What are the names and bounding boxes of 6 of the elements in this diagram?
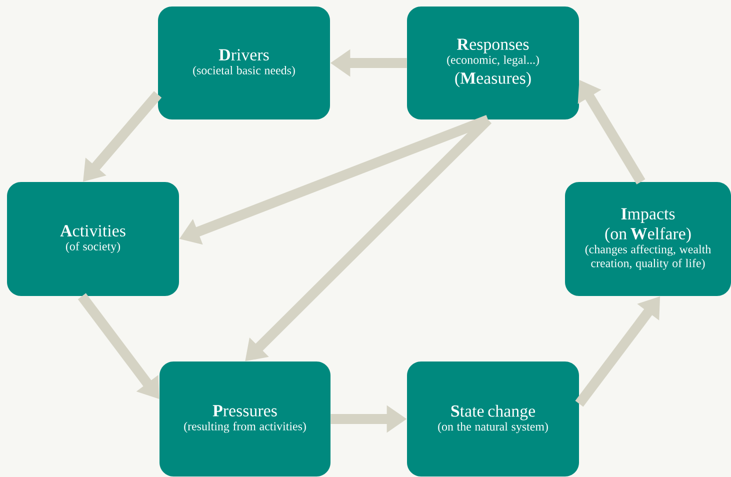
process-box: Pressures (resulting from activities)	[160, 361, 330, 476]
process-box: State change (on the natural system)	[407, 361, 579, 476]
process-box: Activities (of society)	[7, 182, 179, 296]
process-box: Impacts (on Welfare) (changes affecting, wealth creation, quality of life)	[565, 182, 731, 296]
process-box: Responses (economic, legal...) (Measures)	[407, 6, 579, 120]
process-box: Drivers (societal basic needs)	[158, 6, 330, 120]
